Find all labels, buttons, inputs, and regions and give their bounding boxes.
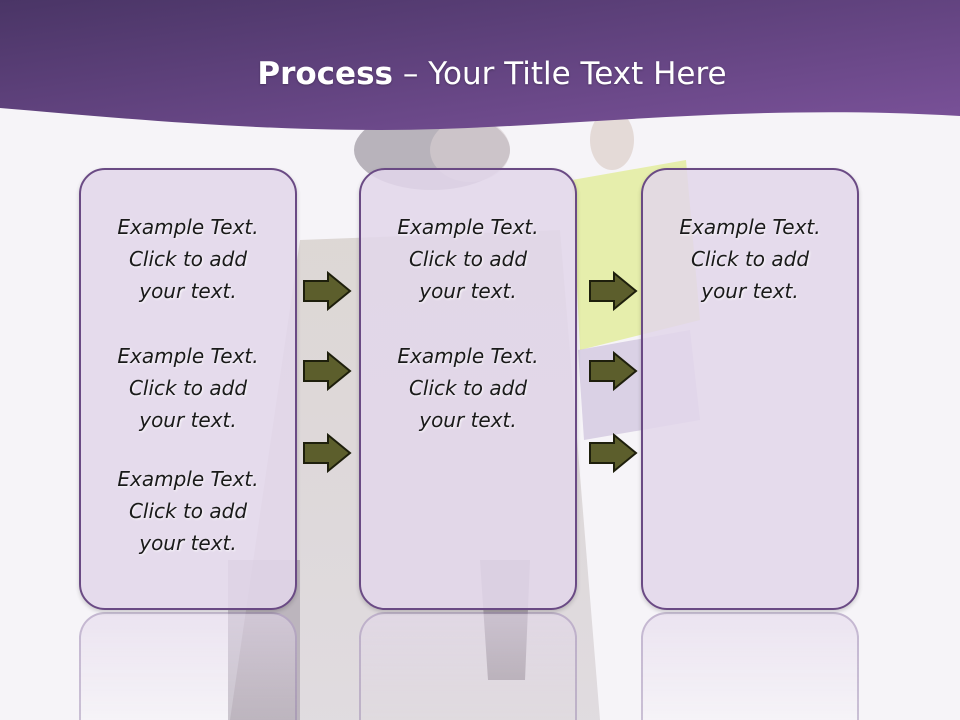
text-line: your text. [419, 408, 517, 432]
text-line: Example Text. [397, 344, 539, 368]
text-line: Click to add [690, 247, 810, 271]
right-arrow-icon[interactable] [302, 351, 352, 391]
text-placeholder[interactable]: Example Text. Click to add your text. [361, 211, 575, 307]
text-line: Click to add [408, 247, 528, 271]
right-arrow-icon[interactable] [302, 433, 352, 473]
text-line: your text. [139, 408, 237, 432]
text-line: Click to add [128, 376, 248, 400]
process-box-1[interactable]: Example Text. Click to add your text. Ex… [79, 168, 297, 610]
box-reflection [79, 612, 297, 720]
text-placeholder[interactable]: Example Text. Click to add your text. [643, 211, 857, 307]
text-placeholder[interactable]: Example Text. Click to add your text. [81, 211, 295, 307]
process-box-2[interactable]: Example Text. Click to add your text. Ex… [359, 168, 577, 610]
header-banner [0, 0, 960, 130]
text-line: Example Text. [117, 344, 259, 368]
text-placeholder[interactable]: Example Text. Click to add your text. [361, 340, 575, 436]
text-line: your text. [419, 279, 517, 303]
text-line: your text. [139, 279, 237, 303]
text-placeholder[interactable]: Example Text. Click to add your text. [81, 340, 295, 436]
page-title[interactable]: Process – Your Title Text Here [0, 52, 960, 96]
text-line: your text. [701, 279, 799, 303]
right-arrow-icon[interactable] [588, 433, 638, 473]
right-arrow-icon[interactable] [588, 351, 638, 391]
title-rest: – Your Title Text Here [393, 56, 727, 92]
process-box-3[interactable]: Example Text. Click to add your text. [641, 168, 859, 610]
box-reflection [359, 612, 577, 720]
text-line: your text. [139, 531, 237, 555]
text-line: Example Text. [117, 215, 259, 239]
text-line: Click to add [128, 247, 248, 271]
box-reflection [641, 612, 859, 720]
text-line: Example Text. [397, 215, 539, 239]
text-line: Click to add [408, 376, 528, 400]
text-placeholder[interactable]: Example Text. Click to add your text. [81, 463, 295, 559]
text-line: Click to add [128, 499, 248, 523]
right-arrow-icon[interactable] [588, 271, 638, 311]
right-arrow-icon[interactable] [302, 271, 352, 311]
title-bold: Process [257, 56, 393, 92]
text-line: Example Text. [117, 467, 259, 491]
text-line: Example Text. [679, 215, 821, 239]
